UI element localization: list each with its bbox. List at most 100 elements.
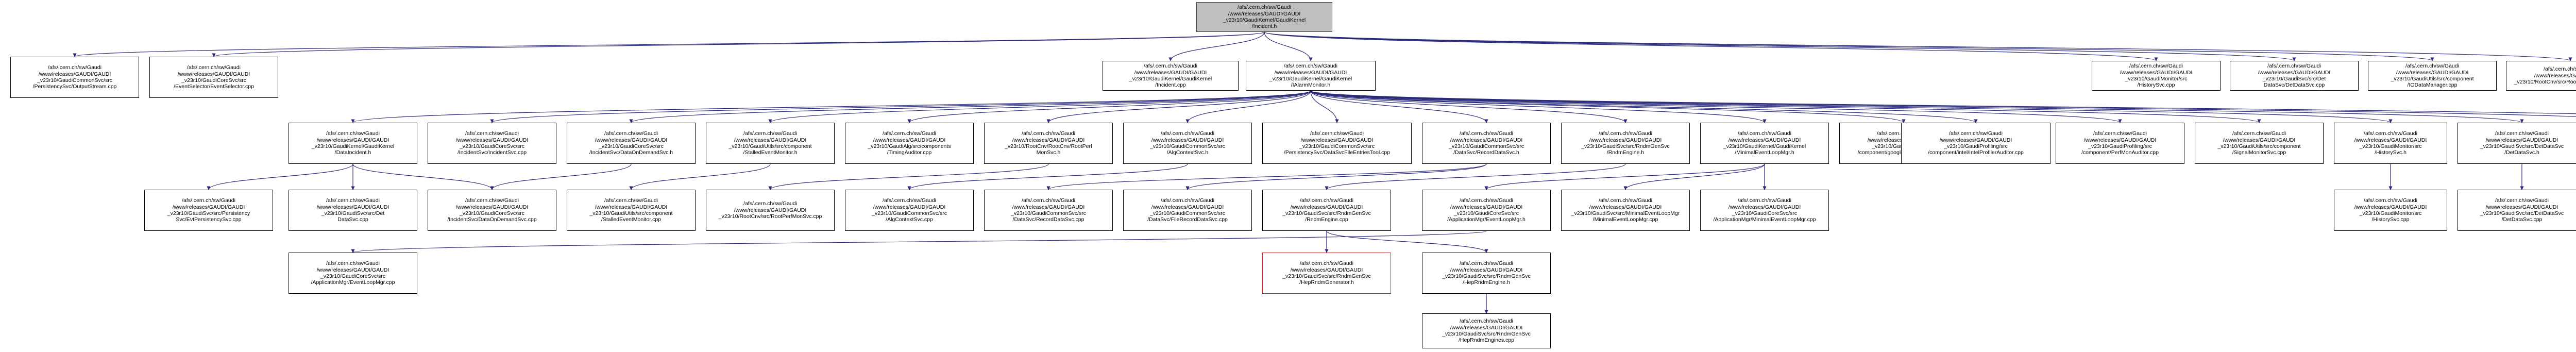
graph-node-label: /afs/.cern.ch/sw/Gaudi /www/releases/GAU…	[311, 260, 395, 286]
graph-node[interactable]: /afs/.cern.ch/sw/Gaudi /www/releases/GAU…	[2092, 61, 2221, 91]
graph-node[interactable]: /afs/.cern.ch/sw/Gaudi /www/releases/GAU…	[144, 190, 273, 231]
graph-edge	[1310, 90, 1488, 123]
graph-node[interactable]: /afs/.cern.ch/sw/Gaudi /www/releases/GAU…	[10, 57, 139, 98]
graph-node[interactable]: /afs/.cern.ch/sw/Gaudi /www/releases/GAU…	[1262, 190, 1391, 231]
graph-node[interactable]: /afs/.cern.ch/sw/Gaudi /www/releases/GAU…	[2334, 123, 2447, 164]
graph-edge	[1310, 90, 1906, 123]
graph-node-label: /afs/.cern.ch/sw/Gaudi /www/releases/GAU…	[1581, 130, 1670, 156]
graph-node[interactable]: /afs/.cern.ch/sw/Gaudi /www/releases/GAU…	[1262, 253, 1391, 294]
graph-edge	[352, 163, 494, 190]
graph-edge	[351, 90, 1311, 123]
graph-node[interactable]: /afs/.cern.ch/sw/Gaudi /www/releases/GAU…	[567, 123, 696, 164]
graph-node-label: /afs/.cern.ch/sw/Gaudi /www/releases/GAU…	[589, 130, 673, 156]
graph-node-label: /afs/.cern.ch/sw/Gaudi /www/releases/GAU…	[1442, 260, 1531, 286]
graph-edge	[351, 230, 1487, 253]
graph-node[interactable]: /afs/.cern.ch/sw/Gaudi /www/releases/GAU…	[2195, 123, 2324, 164]
graph-node[interactable]: /afs/.cern.ch/sw/Gaudi /www/releases/GAU…	[1700, 123, 1829, 164]
graph-edge	[490, 90, 1311, 123]
graph-node[interactable]: /afs/.cern.ch/sw/Gaudi /www/releases/GAU…	[1262, 123, 1412, 164]
graph-edge	[907, 90, 1311, 123]
graph-node-label: /afs/.cern.ch/sw/Gaudi /www/releases/GAU…	[1147, 197, 1228, 223]
graph-node[interactable]: /afs/.cern.ch/sw/Gaudi /www/releases/GAU…	[2458, 123, 2576, 164]
graph-node[interactable]: /afs/.cern.ch/sw/Gaudi /www/releases/GAU…	[845, 190, 974, 231]
graph-edge	[1264, 31, 2434, 61]
graph-node-label: /afs/.cern.ch/sw/Gaudi /www/releases/GAU…	[718, 200, 822, 220]
graph-edge	[768, 90, 1311, 123]
graph-node[interactable]: /afs/.cern.ch/sw/Gaudi /www/releases/GAU…	[428, 190, 556, 231]
graph-node[interactable]: /afs/.cern.ch/sw/Gaudi /www/releases/GAU…	[984, 190, 1113, 231]
graph-node-label: /afs/.cern.ch/sw/Gaudi /www/releases/GAU…	[1011, 197, 1086, 223]
graph-node[interactable]: /afs/.cern.ch/sw/Gaudi /www/releases/GAU…	[289, 253, 417, 294]
graph-node-label: /afs/.cern.ch/sw/Gaudi /www/releases/GAU…	[1713, 197, 1816, 223]
graph-node-label: /afs/.cern.ch/sw/Gaudi /www/releases/GAU…	[2354, 197, 2427, 223]
graph-edge	[1046, 90, 1311, 123]
graph-node-label: /afs/.cern.ch/sw/Gaudi /www/releases/GAU…	[2480, 197, 2564, 223]
graph-node-label: /afs/.cern.ch/sw/Gaudi /www/releases/GAU…	[1449, 130, 1524, 156]
graph-node[interactable]: /afs/.cern.ch/sw/Gaudi /www/releases/GAU…	[2458, 190, 2576, 231]
graph-edge	[768, 163, 1049, 190]
graph-edge	[629, 163, 771, 190]
graph-edge	[1046, 163, 1487, 190]
graph-node-label: /afs/.cern.ch/sw/Gaudi /www/releases/GAU…	[316, 197, 389, 223]
graph-node[interactable]: /afs/.cern.ch/sw/Gaudi /www/releases/GAU…	[845, 123, 974, 164]
graph-node[interactable]: /afs/.cern.ch/sw/Gaudi /www/releases/GAU…	[1901, 123, 2050, 164]
graph-node[interactable]: /afs/.cern.ch/sw/Gaudi /www/releases/GAU…	[706, 190, 835, 231]
graph-edge	[1264, 31, 2572, 61]
graph-edge	[907, 163, 1188, 190]
graph-node[interactable]: /afs/.cern.ch/sw/Gaudi /www/releases/GAU…	[706, 123, 835, 164]
graph-edge	[1310, 90, 2524, 123]
graph-edge	[1310, 90, 2122, 123]
graph-node[interactable]: /afs/.cern.ch/sw/Gaudi /www/releases/GAU…	[2506, 61, 2576, 91]
graph-node-label: /afs/.cern.ch/sw/Gaudi /www/releases/GAU…	[167, 197, 250, 223]
graph-node-label: /afs/.cern.ch/sw/Gaudi /www/releases/GAU…	[311, 130, 395, 156]
graph-node[interactable]: /afs/.cern.ch/sw/Gaudi /www/releases/GAU…	[1561, 123, 1690, 164]
graph-node-label: /afs/.cern.ch/sw/Gaudi /www/releases/GAU…	[447, 197, 537, 223]
graph-edge	[1264, 31, 1313, 61]
graph-edge	[1325, 163, 1626, 190]
graph-node-label: /afs/.cern.ch/sw/Gaudi /www/releases/GAU…	[174, 64, 254, 90]
graph-edge	[212, 31, 1265, 57]
graph-node-label: /afs/.cern.ch/sw/Gaudi /www/releases/GAU…	[2480, 130, 2564, 156]
graph-node[interactable]: /afs/.cern.ch/sw/Gaudi /www/releases/GAU…	[1561, 190, 1690, 231]
graph-node-root[interactable]: /afs/.cern.ch/sw/Gaudi /www/releases/GAU…	[1196, 2, 1332, 32]
graph-node[interactable]: /afs/.cern.ch/sw/Gaudi /www/releases/GAU…	[1700, 190, 1829, 231]
graph-edge	[1264, 31, 2158, 61]
graph-node[interactable]: /afs/.cern.ch/sw/Gaudi /www/releases/GAU…	[149, 57, 278, 98]
graph-node[interactable]: /afs/.cern.ch/sw/Gaudi /www/releases/GAU…	[1246, 61, 1376, 91]
graph-node[interactable]: /afs/.cern.ch/sw/Gaudi /www/releases/GAU…	[428, 123, 556, 164]
graph-node-label: /afs/.cern.ch/sw/Gaudi /www/releases/GAU…	[1442, 318, 1531, 344]
graph-edge	[1185, 90, 1311, 123]
graph-node[interactable]: /afs/.cern.ch/sw/Gaudi /www/releases/GAU…	[1103, 61, 1239, 91]
graph-node[interactable]: /afs/.cern.ch/sw/Gaudi /www/releases/GAU…	[1422, 190, 1551, 231]
graph-node-label: /afs/.cern.ch/sw/Gaudi /www/releases/GAU…	[1223, 4, 1306, 30]
graph-node-label: /afs/.cern.ch/sw/Gaudi /www/releases/GAU…	[1150, 130, 1225, 156]
graph-edge	[1623, 163, 1765, 190]
graph-edge	[1310, 90, 2393, 123]
graph-node[interactable]: /afs/.cern.ch/sw/Gaudi /www/releases/GAU…	[2230, 61, 2359, 91]
graph-node[interactable]: /afs/.cern.ch/sw/Gaudi /www/releases/GAU…	[1422, 313, 1551, 348]
graph-node-label: /afs/.cern.ch/sw/Gaudi /www/releases/GAU…	[1447, 197, 1526, 223]
graph-edge	[1310, 90, 2261, 123]
graph-node-label: /afs/.cern.ch/sw/Gaudi /www/releases/GAU…	[2354, 130, 2427, 156]
graph-node[interactable]: /afs/.cern.ch/sw/Gaudi /www/releases/GAU…	[1422, 253, 1551, 294]
graph-node[interactable]: /afs/.cern.ch/sw/Gaudi /www/releases/GAU…	[2056, 123, 2184, 164]
graph-node-label: /afs/.cern.ch/sw/Gaudi /www/releases/GAU…	[872, 197, 947, 223]
graph-node[interactable]: /afs/.cern.ch/sw/Gaudi /www/releases/GAU…	[567, 190, 696, 231]
graph-node-label: /afs/.cern.ch/sw/Gaudi /www/releases/GAU…	[1282, 197, 1371, 223]
graph-node[interactable]: /afs/.cern.ch/sw/Gaudi /www/releases/GAU…	[2368, 61, 2497, 91]
graph-node-label: /afs/.cern.ch/sw/Gaudi /www/releases/GAU…	[1723, 130, 1806, 156]
graph-node[interactable]: /afs/.cern.ch/sw/Gaudi /www/releases/GAU…	[1422, 123, 1551, 164]
graph-node[interactable]: /afs/.cern.ch/sw/Gaudi /www/releases/GAU…	[289, 123, 417, 164]
graph-node-label: /afs/.cern.ch/sw/Gaudi /www/releases/GAU…	[32, 64, 117, 90]
graph-edge	[1264, 31, 2296, 61]
graph-node-label: /afs/.cern.ch/sw/Gaudi /www/releases/GAU…	[868, 130, 951, 156]
graph-node[interactable]: /afs/.cern.ch/sw/Gaudi /www/releases/GAU…	[289, 190, 417, 231]
graph-node[interactable]: /afs/.cern.ch/sw/Gaudi /www/releases/GAU…	[984, 123, 1113, 164]
graph-node-label: /afs/.cern.ch/sw/Gaudi /www/releases/GAU…	[2120, 63, 2193, 89]
graph-edge	[1310, 90, 1628, 123]
graph-node[interactable]: /afs/.cern.ch/sw/Gaudi /www/releases/GAU…	[1123, 123, 1252, 164]
graph-node-label: /afs/.cern.ch/sw/Gaudi /www/releases/GAU…	[2514, 66, 2576, 86]
graph-node[interactable]: /afs/.cern.ch/sw/Gaudi /www/releases/GAU…	[2334, 190, 2447, 231]
graph-node[interactable]: /afs/.cern.ch/sw/Gaudi /www/releases/GAU…	[1123, 190, 1252, 231]
